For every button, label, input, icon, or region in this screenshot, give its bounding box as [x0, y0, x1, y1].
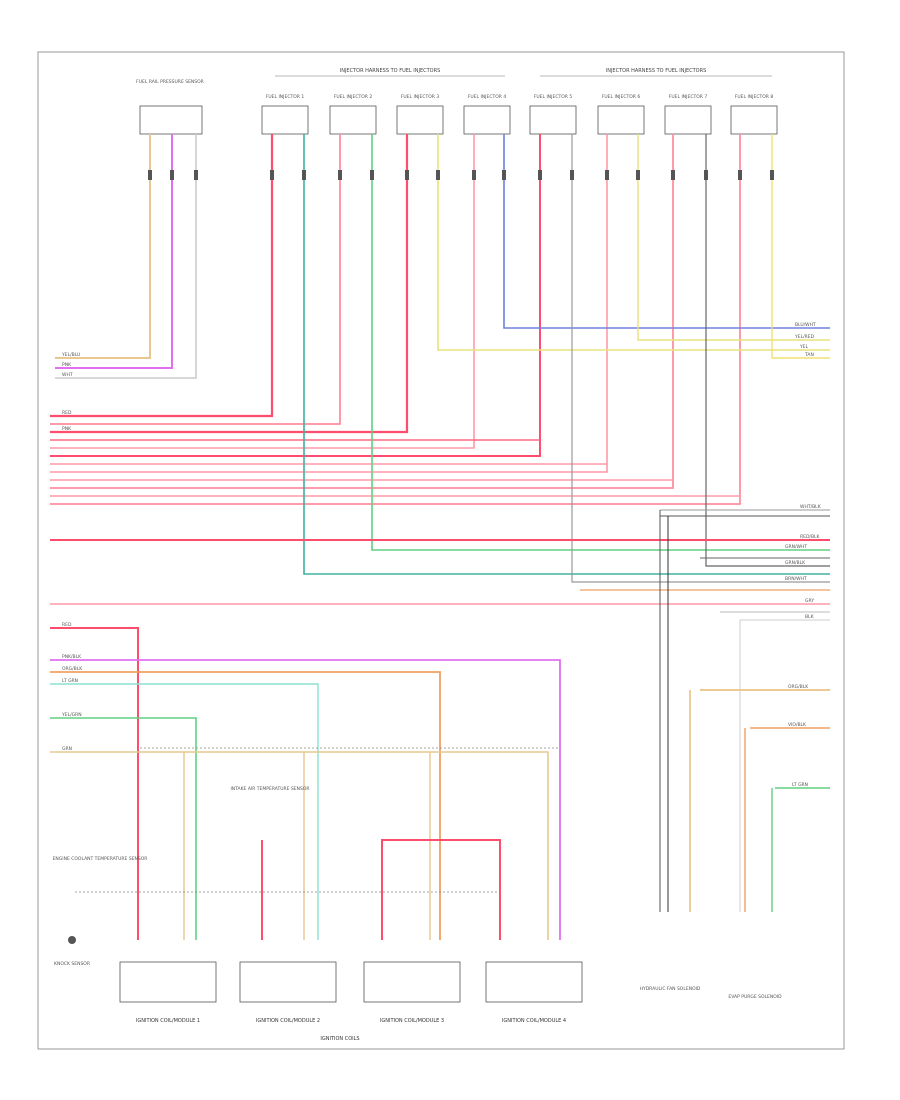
injector-control-wires	[303, 134, 830, 583]
injector-7: FUEL INJECTOR 7	[664, 94, 712, 135]
wire-label-red: RED	[62, 410, 72, 416]
svg-text:FUEL INJECTOR 4: FUEL INJECTOR 4	[468, 94, 507, 100]
injector-row: FUEL INJECTOR 1 FUEL INJECTOR 2 FUEL INJ…	[261, 94, 778, 135]
wire-label-grn-wht: GRN/WHT	[785, 544, 807, 550]
wire-label-yel-red: YEL/RED	[794, 334, 815, 340]
wire-label-yel: YEL	[799, 344, 809, 350]
fuel-rail-pressure-sensor: FUEL RAIL PRESSURE SENSOR	[136, 79, 204, 135]
ignition-coil-3: IGNITION COIL/MODULE 3	[363, 961, 461, 1024]
svg-text:FUEL INJECTOR 2: FUEL INJECTOR 2	[334, 94, 373, 100]
svg-text:EVAP PURGE SOLENOID: EVAP PURGE SOLENOID	[728, 994, 782, 1000]
wire-label-red-2: RED	[62, 622, 72, 628]
header-left-label: INJECTOR HARNESS TO FUEL INJECTORS	[340, 68, 441, 74]
wire-label-org-blk-2: ORG/BLK	[62, 666, 83, 672]
svg-text:KNOCK SENSOR: KNOCK SENSOR	[54, 961, 90, 967]
svg-text:HYDRAULIC FAN SOLENOID: HYDRAULIC FAN SOLENOID	[640, 986, 701, 992]
diagram-frame	[37, 51, 845, 1050]
svg-text:FUEL INJECTOR 6: FUEL INJECTOR 6	[602, 94, 641, 100]
wire-label-tan: TAN	[804, 352, 814, 358]
header-left-group: INJECTOR HARNESS TO FUEL INJECTORS	[275, 68, 505, 77]
svg-text:IGNITION COIL/MODULE 3: IGNITION COIL/MODULE 3	[380, 1018, 444, 1024]
wire-label-red-blk: RED/BLK	[800, 534, 821, 540]
header-right-label: INJECTOR HARNESS TO FUEL INJECTORS	[606, 68, 707, 74]
wire-label-pnk-1: PNK	[62, 362, 72, 368]
connector-marks	[148, 170, 774, 180]
sensor-top-label: FUEL RAIL PRESSURE SENSOR	[136, 79, 204, 85]
wire-label-pnk-blk: PNK/BLK	[62, 654, 82, 660]
injector-1: FUEL INJECTOR 1	[261, 94, 309, 135]
svg-text:IGNITION COIL/MODULE 1: IGNITION COIL/MODULE 1	[136, 1018, 200, 1024]
svg-text:FUEL INJECTOR 8: FUEL INJECTOR 8	[735, 94, 774, 100]
svg-text:IGNITION COIL/MODULE 4: IGNITION COIL/MODULE 4	[502, 1018, 566, 1024]
wire-label-blk: BLK	[805, 614, 815, 620]
footer-ignition-coils: IGNITION COILS	[320, 1036, 359, 1042]
svg-text:FUEL INJECTOR 3: FUEL INJECTOR 3	[401, 94, 440, 100]
svg-text:FUEL INJECTOR 5: FUEL INJECTOR 5	[534, 94, 573, 100]
injector-6: FUEL INJECTOR 6	[597, 94, 645, 135]
wire-label-grn-blk: GRN/BLK	[785, 560, 806, 566]
svg-text:FUEL INJECTOR 1: FUEL INJECTOR 1	[266, 94, 305, 100]
svg-text:FUEL INJECTOR 7: FUEL INJECTOR 7	[669, 94, 708, 100]
svg-text:IGNITION COIL/MODULE 2: IGNITION COIL/MODULE 2	[256, 1018, 320, 1024]
hydraulic-fan-solenoid: HYDRAULIC FAN SOLENOID	[640, 986, 701, 992]
injector-3: FUEL INJECTOR 3	[396, 94, 444, 135]
evap-purge-solenoid: EVAP PURGE SOLENOID	[728, 994, 782, 1000]
wire-label-lt-grn: LT GRN	[792, 782, 808, 788]
ignition-coil-wiring	[50, 627, 561, 940]
ect-label: ENGINE COOLANT TEMPERATURE SENSOR	[53, 856, 148, 862]
wire-label-yel-blu: YEL/BLU	[61, 352, 80, 358]
wire-label-org-blk: ORG/BLK	[788, 684, 809, 690]
header-right-group: INJECTOR HARNESS TO FUEL INJECTORS	[540, 68, 772, 77]
wire-label-wht-blk: WHT/BLK	[800, 504, 822, 510]
right-bundle-wires	[50, 509, 830, 912]
wire-label-brn-wht: BRN/WHT	[785, 576, 807, 582]
wire-label-blu-wht: BLU/WHT	[795, 322, 816, 328]
injector-power-wires	[50, 134, 741, 505]
injector-8: FUEL INJECTOR 8	[730, 94, 778, 135]
ignition-coil-4: IGNITION COIL/MODULE 4	[485, 961, 583, 1024]
injector-4: FUEL INJECTOR 4	[463, 94, 511, 135]
wire-label-lt-grn-2: LT GRN	[62, 678, 78, 684]
ignition-coil-2: IGNITION COIL/MODULE 2	[239, 961, 337, 1024]
wire-label-wht: WHT	[62, 372, 73, 378]
wire-label-pnk: PNK	[62, 426, 72, 432]
wire-label-vio-blk: VIO/BLK	[788, 722, 807, 728]
wire-label-yel-grn: YEL/GRN	[61, 712, 82, 718]
injector-5: FUEL INJECTOR 5	[529, 94, 577, 135]
wire-label-grn: GRN	[62, 746, 72, 752]
iat-label: INTAKE AIR TEMPERATURE SENSOR	[230, 786, 309, 792]
ignition-coil-1: IGNITION COIL/MODULE 1	[119, 961, 217, 1024]
wire-label-gry: GRY	[805, 598, 814, 604]
knock-sensor: KNOCK SENSOR	[54, 936, 90, 967]
injector-2: FUEL INJECTOR 2	[329, 94, 377, 135]
